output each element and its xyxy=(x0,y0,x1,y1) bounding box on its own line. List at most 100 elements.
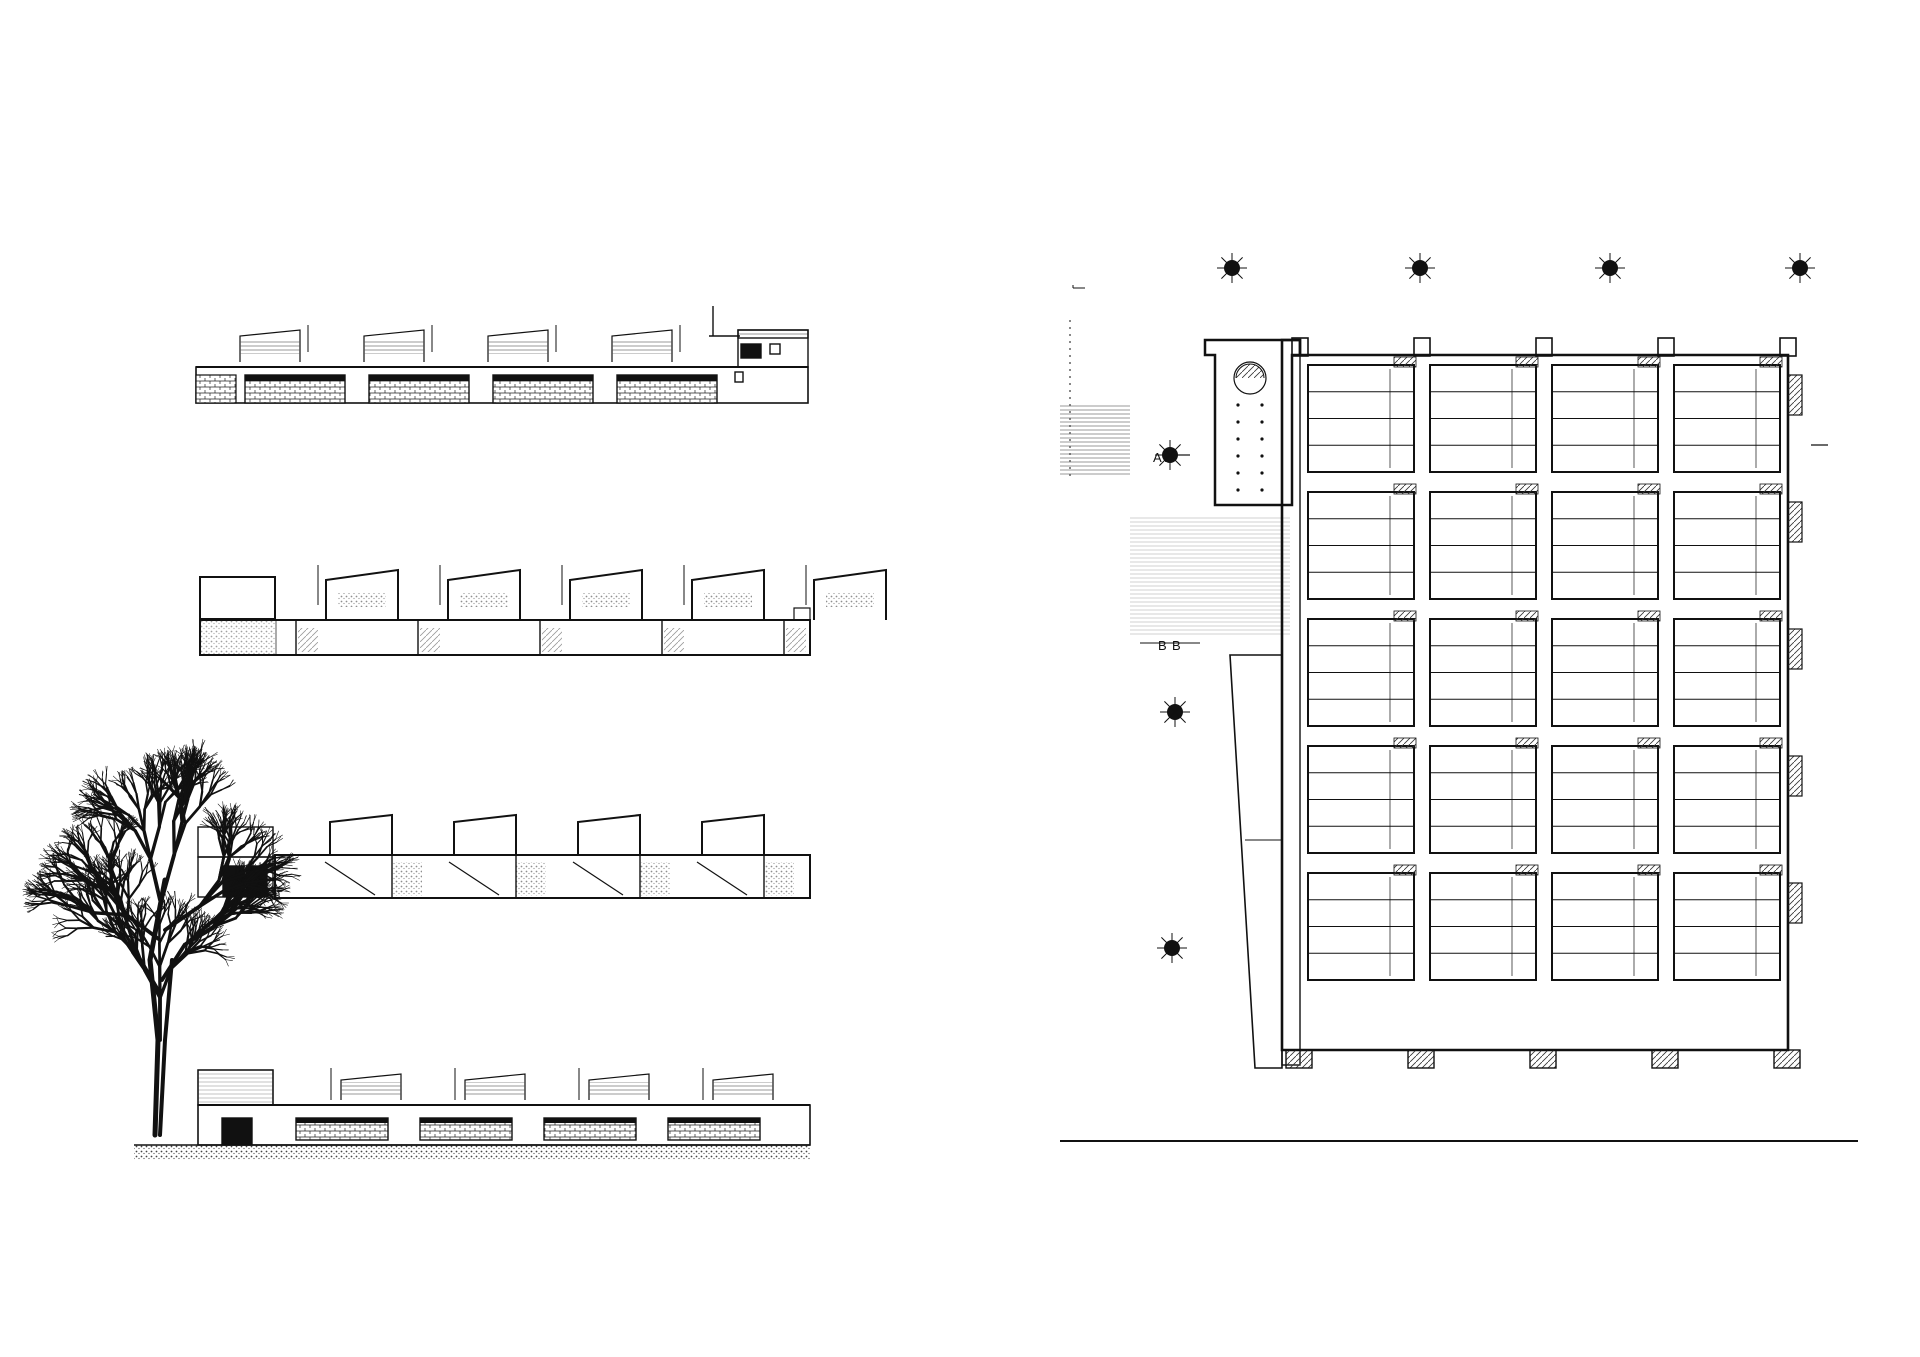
tree-branch xyxy=(158,967,173,1000)
tree-branch xyxy=(201,820,208,827)
tree-branch xyxy=(272,875,281,881)
tree-branch xyxy=(131,767,136,774)
tree-branch xyxy=(196,759,204,769)
plan-tree-branch xyxy=(1609,267,1621,279)
courtyard-hatch xyxy=(1393,864,1417,876)
tree-branch xyxy=(72,809,79,816)
tree-branch xyxy=(192,773,203,786)
tree-branch xyxy=(76,926,95,930)
tree-branch xyxy=(84,870,89,877)
tree-branch xyxy=(163,904,202,932)
tree-branch xyxy=(177,797,187,825)
tree-branch xyxy=(26,893,34,897)
tree-branch xyxy=(204,913,209,920)
tree-branch xyxy=(269,845,273,854)
top-stub xyxy=(1535,337,1553,357)
tree-branch xyxy=(91,824,93,833)
tree-branch xyxy=(136,854,142,863)
tree-branch xyxy=(102,855,105,863)
tree-branch xyxy=(183,926,215,947)
tree-branch xyxy=(57,927,67,932)
column-dot xyxy=(1260,437,1264,441)
courtyard-hatch xyxy=(1759,356,1783,368)
section-cap xyxy=(793,607,811,621)
tree-branch xyxy=(189,894,196,902)
tree-branch xyxy=(183,763,188,774)
tree-branch xyxy=(67,829,75,835)
tree-branch xyxy=(229,779,234,786)
top-stub xyxy=(1657,337,1675,357)
tree-branch xyxy=(83,783,91,787)
tree-branch xyxy=(289,857,299,861)
tree-branch xyxy=(283,889,291,893)
tree-branch xyxy=(208,814,217,824)
tree-branch xyxy=(121,853,128,861)
tree-branch xyxy=(78,833,85,843)
parking-hatching xyxy=(1060,405,1290,635)
tree-branch xyxy=(181,908,184,916)
tree-branch xyxy=(199,824,208,827)
clerestory-window xyxy=(338,593,386,607)
tree-branch xyxy=(43,894,58,902)
tree-branch xyxy=(130,904,133,913)
tree-branch xyxy=(86,779,91,787)
tree-branch xyxy=(280,871,288,874)
tree-branch xyxy=(116,860,124,864)
tree-branch xyxy=(243,855,256,873)
tree-branch xyxy=(179,909,184,916)
tree-branch xyxy=(25,901,34,903)
tree-branch xyxy=(139,855,142,864)
tree-branch xyxy=(148,825,161,861)
plan-tree-branch xyxy=(1419,267,1431,279)
tree-branch xyxy=(134,772,144,779)
tree-branch xyxy=(117,814,137,833)
pavilion-glazing xyxy=(713,1082,773,1096)
tree-branch xyxy=(222,774,231,778)
tree-branch xyxy=(217,928,220,936)
tree-branch xyxy=(258,912,267,918)
plan-tree-branch xyxy=(1409,257,1421,269)
tree-branch xyxy=(275,863,283,865)
tree-branch xyxy=(72,816,80,818)
tree-branch xyxy=(280,903,285,910)
tree-branch xyxy=(219,771,227,776)
tree-branch xyxy=(128,795,141,811)
tree-branch xyxy=(142,808,146,833)
section-fill xyxy=(542,628,562,652)
tree-branch xyxy=(261,833,269,837)
tree-branch xyxy=(229,897,238,916)
tree-branch xyxy=(114,781,123,789)
tree-branch xyxy=(67,842,70,853)
section-fill xyxy=(664,628,684,652)
tree-branch xyxy=(126,776,133,785)
tree-branch xyxy=(81,785,89,790)
tree-branch xyxy=(222,838,232,858)
tree-branch xyxy=(225,959,233,961)
tree-branch xyxy=(66,883,74,888)
tree-branch xyxy=(106,919,111,926)
tree-branch xyxy=(184,905,190,913)
tree-branch xyxy=(229,816,234,827)
courtyard-hatch xyxy=(1637,610,1661,622)
courtyard-hatch xyxy=(1515,610,1539,622)
plan-tree-branch xyxy=(1799,267,1811,279)
tree-branch xyxy=(149,774,157,783)
stair-line xyxy=(448,861,500,896)
tree-branch xyxy=(101,771,104,779)
tree-branch xyxy=(199,778,204,793)
tree-branch xyxy=(187,923,196,936)
tree-branch xyxy=(170,895,172,905)
tree-branch xyxy=(63,830,71,836)
tree-branch xyxy=(73,810,81,813)
tree-branch xyxy=(111,779,119,781)
tree-branch xyxy=(87,876,98,883)
tree-branch xyxy=(41,870,48,876)
courtyard-hatch xyxy=(1393,610,1417,622)
tree-branch xyxy=(215,822,220,839)
tree-branch xyxy=(207,763,214,769)
tree-branch xyxy=(291,873,301,878)
tree-branch xyxy=(167,750,172,758)
tree-branch xyxy=(206,767,214,772)
tree-branch xyxy=(72,881,81,889)
tree-branch xyxy=(108,858,114,888)
